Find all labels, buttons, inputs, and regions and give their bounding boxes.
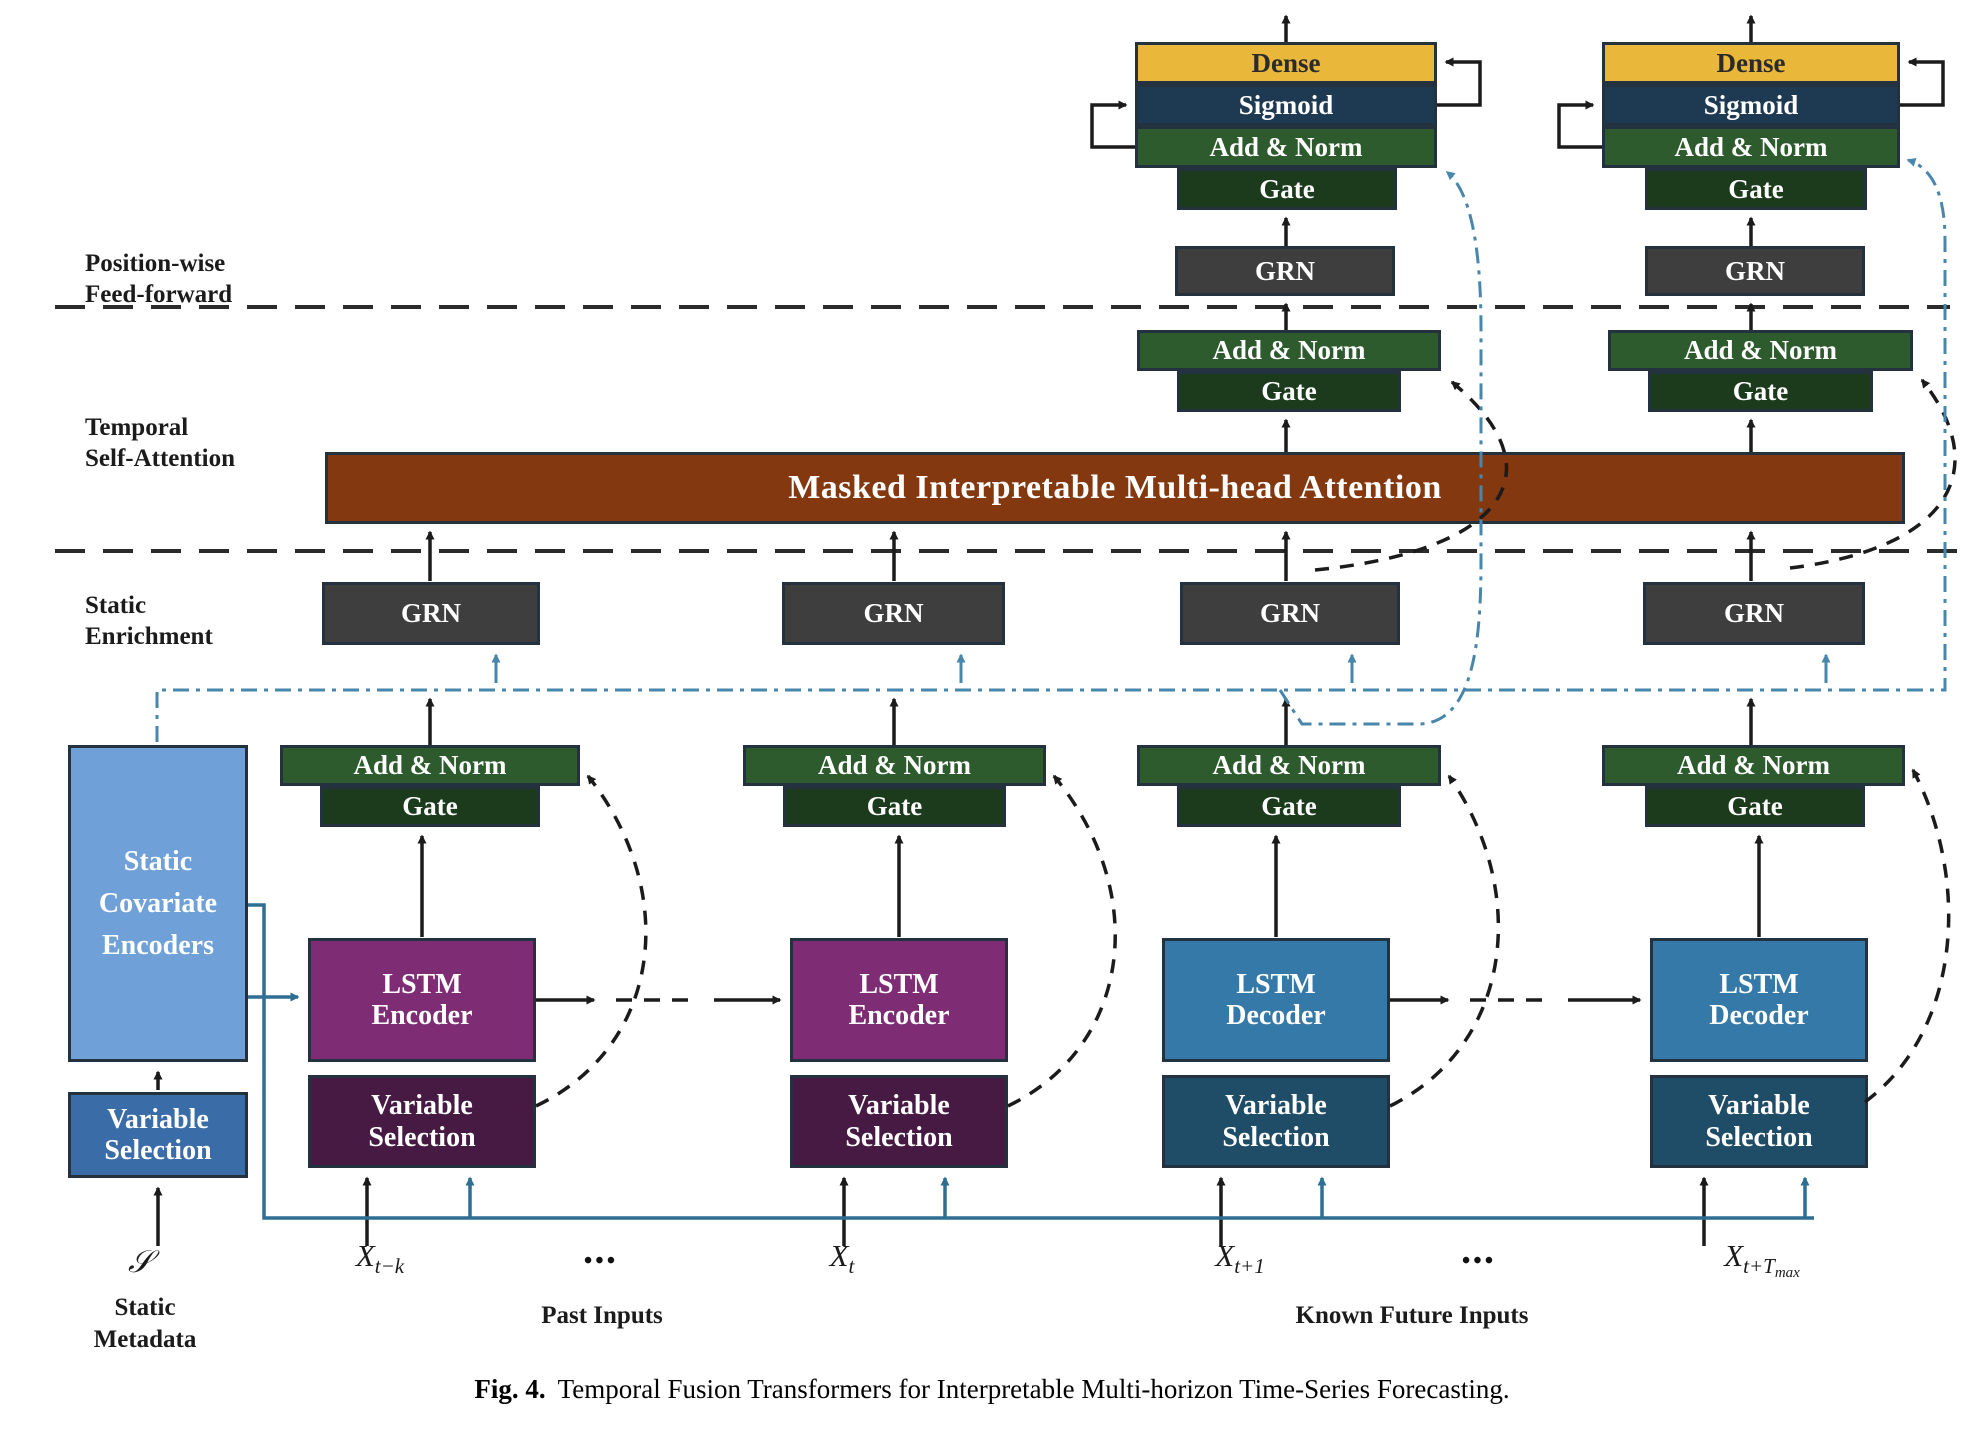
gate-block: Gate: [1645, 168, 1867, 210]
add-norm-block: Add & Norm: [1135, 126, 1437, 168]
dense-block: Dense: [1135, 42, 1437, 84]
ellipsis-past: •••: [583, 1248, 619, 1274]
section-label-self-attention: Temporal Self-Attention: [85, 414, 235, 472]
gate-block: Gate: [1645, 786, 1865, 827]
input-x-t-minus-k: Xt−k: [355, 1238, 405, 1279]
input-x-t-plus-1: Xt+1: [1215, 1238, 1265, 1279]
sigmoid-block: Sigmoid: [1602, 84, 1900, 126]
add-norm-block: Add & Norm: [1137, 745, 1441, 786]
masked-attention-block: Masked Interpretable Multi-head Attentio…: [325, 452, 1905, 524]
gate-block: Gate: [1177, 371, 1401, 412]
section-label-static-enrichment: Static Enrichment: [85, 592, 213, 650]
add-norm-block: Add & Norm: [1602, 745, 1905, 786]
ellipsis-future: •••: [1461, 1248, 1497, 1274]
input-x-t-plus-tmax: Xt+Tmax: [1724, 1238, 1800, 1282]
grn-block: GRN: [322, 582, 540, 645]
known-future-inputs-label: Known Future Inputs: [1295, 1302, 1529, 1329]
sigmoid-block: Sigmoid: [1135, 84, 1437, 126]
gate-block: Gate: [320, 786, 540, 827]
static-metadata-symbol: 𝒮: [128, 1244, 152, 1279]
grn-block: GRN: [1645, 246, 1865, 296]
static-covariate-encoders-block: Static Covariate Encoders: [68, 745, 248, 1062]
input-x-t: Xt: [829, 1238, 855, 1279]
add-norm-block: Add & Norm: [1608, 330, 1913, 371]
dense-block: Dense: [1602, 42, 1900, 84]
add-norm-block: Add & Norm: [280, 745, 580, 786]
static-metadata-label: Static Metadata: [93, 1294, 197, 1353]
grn-block: GRN: [1180, 582, 1400, 645]
grn-block: GRN: [1643, 582, 1865, 645]
gate-block: Gate: [1177, 168, 1397, 210]
section-label-feed-forward: Position-wise Feed-forward: [85, 250, 233, 308]
past-inputs-label: Past Inputs: [541, 1302, 663, 1329]
add-norm-block: Add & Norm: [1137, 330, 1441, 371]
add-norm-block: Add & Norm: [1602, 126, 1900, 168]
gate-block: Gate: [1177, 786, 1401, 827]
gate-block: Gate: [1648, 371, 1873, 412]
gate-block: Gate: [783, 786, 1006, 827]
figure-caption: Fig. 4.Temporal Fusion Transformers for …: [474, 1374, 1510, 1404]
grn-block: GRN: [782, 582, 1005, 645]
add-norm-block: Add & Norm: [743, 745, 1046, 786]
grn-block: GRN: [1175, 246, 1395, 296]
